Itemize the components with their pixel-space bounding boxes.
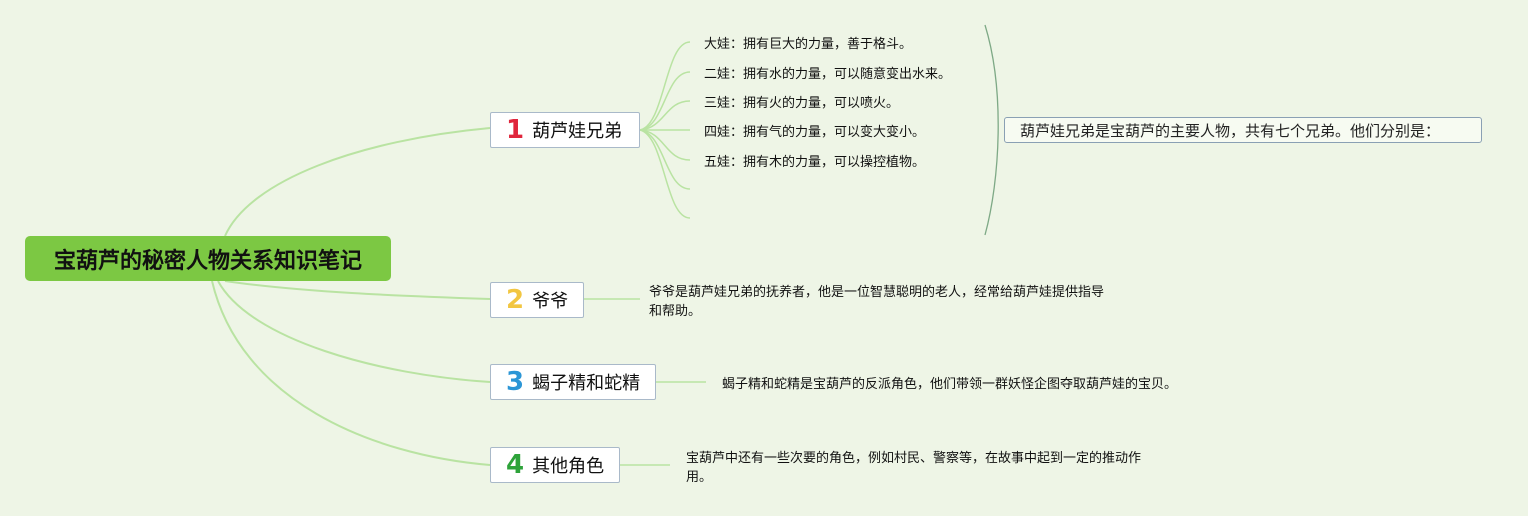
- leaf-line-2: [639, 71, 691, 131]
- topic-label: 其他角色: [532, 456, 605, 477]
- topic-number-2: 2: [506, 285, 525, 315]
- topic-grandpa[interactable]: 2 爷爷: [490, 282, 584, 318]
- topic-others[interactable]: 4 其他角色: [490, 447, 620, 483]
- brother-item-4[interactable]: 四娃：拥有气的力量，可以变大变小。: [704, 125, 926, 140]
- brother-item-5[interactable]: 五娃：拥有木的力量，可以操控植物。: [704, 155, 926, 170]
- brother-item-2[interactable]: 二娃：拥有水的力量，可以随意变出水来。: [704, 67, 952, 82]
- topic-label: 爷爷: [532, 291, 569, 312]
- leaf-line-7: [639, 129, 691, 219]
- note-line: 和帮助。: [649, 304, 702, 319]
- root-title: 宝葫芦的秘密人物关系知识笔记: [53, 248, 362, 274]
- root-topic[interactable]: 宝葫芦的秘密人物关系知识笔记: [25, 236, 391, 281]
- note-line: 宝葫芦中还有一些次要的角色，例如村民、警察等，在故事中起到一定的推动作: [686, 451, 1142, 466]
- leaf-line-5: [639, 129, 691, 161]
- topic-label: 蝎子精和蛇精: [532, 373, 641, 394]
- note-line: 蝎子精和蛇精是宝葫芦的反派角色，他们带领一群妖怪企图夺取葫芦娃的宝贝。: [722, 377, 1178, 392]
- note-villains[interactable]: 蝎子精和蛇精是宝葫芦的反派角色，他们带领一群妖怪企图夺取葫芦娃的宝贝。: [722, 375, 1177, 394]
- topic-number-4: 4: [506, 450, 525, 480]
- summary-text: 葫芦娃兄弟是宝葫芦的主要人物，共有七个兄弟。他们分别是：: [1020, 121, 1441, 140]
- topic-number-3: 3: [506, 367, 525, 397]
- topic-brothers[interactable]: 1 葫芦娃兄弟: [490, 112, 640, 148]
- note-grandpa[interactable]: 爷爷是葫芦娃兄弟的抚养者，他是一位智慧聪明的老人，经常给葫芦娃提供指导 和帮助。: [649, 283, 1104, 321]
- leaf-line-1: [639, 41, 691, 131]
- leaf-line-6: [639, 129, 691, 190]
- branch-line-2: [224, 280, 491, 300]
- leaf-line-3: [639, 100, 691, 131]
- brother-item-3[interactable]: 三娃：拥有火的力量，可以喷火。: [704, 96, 900, 111]
- summary-brace: [984, 24, 999, 236]
- note-line: 用。: [686, 470, 713, 485]
- topic-label: 葫芦娃兄弟: [532, 121, 623, 142]
- branch-line-3: [217, 280, 491, 383]
- note-others[interactable]: 宝葫芦中还有一些次要的角色，例如村民、警察等，在故事中起到一定的推动作 用。: [686, 449, 1141, 487]
- topic-villains[interactable]: 3 蝎子精和蛇精: [490, 364, 656, 400]
- branch-line-1: [224, 127, 491, 237]
- brothers-summary[interactable]: 葫芦娃兄弟是宝葫芦的主要人物，共有七个兄弟。他们分别是：: [1004, 117, 1482, 143]
- topic-number-1: 1: [506, 115, 525, 145]
- brother-item-1[interactable]: 大娃：拥有巨大的力量，善于格斗。: [704, 37, 913, 52]
- note-line: 爷爷是葫芦娃兄弟的抚养者，他是一位智慧聪明的老人，经常给葫芦娃提供指导: [649, 285, 1105, 300]
- branch-line-4: [211, 280, 491, 466]
